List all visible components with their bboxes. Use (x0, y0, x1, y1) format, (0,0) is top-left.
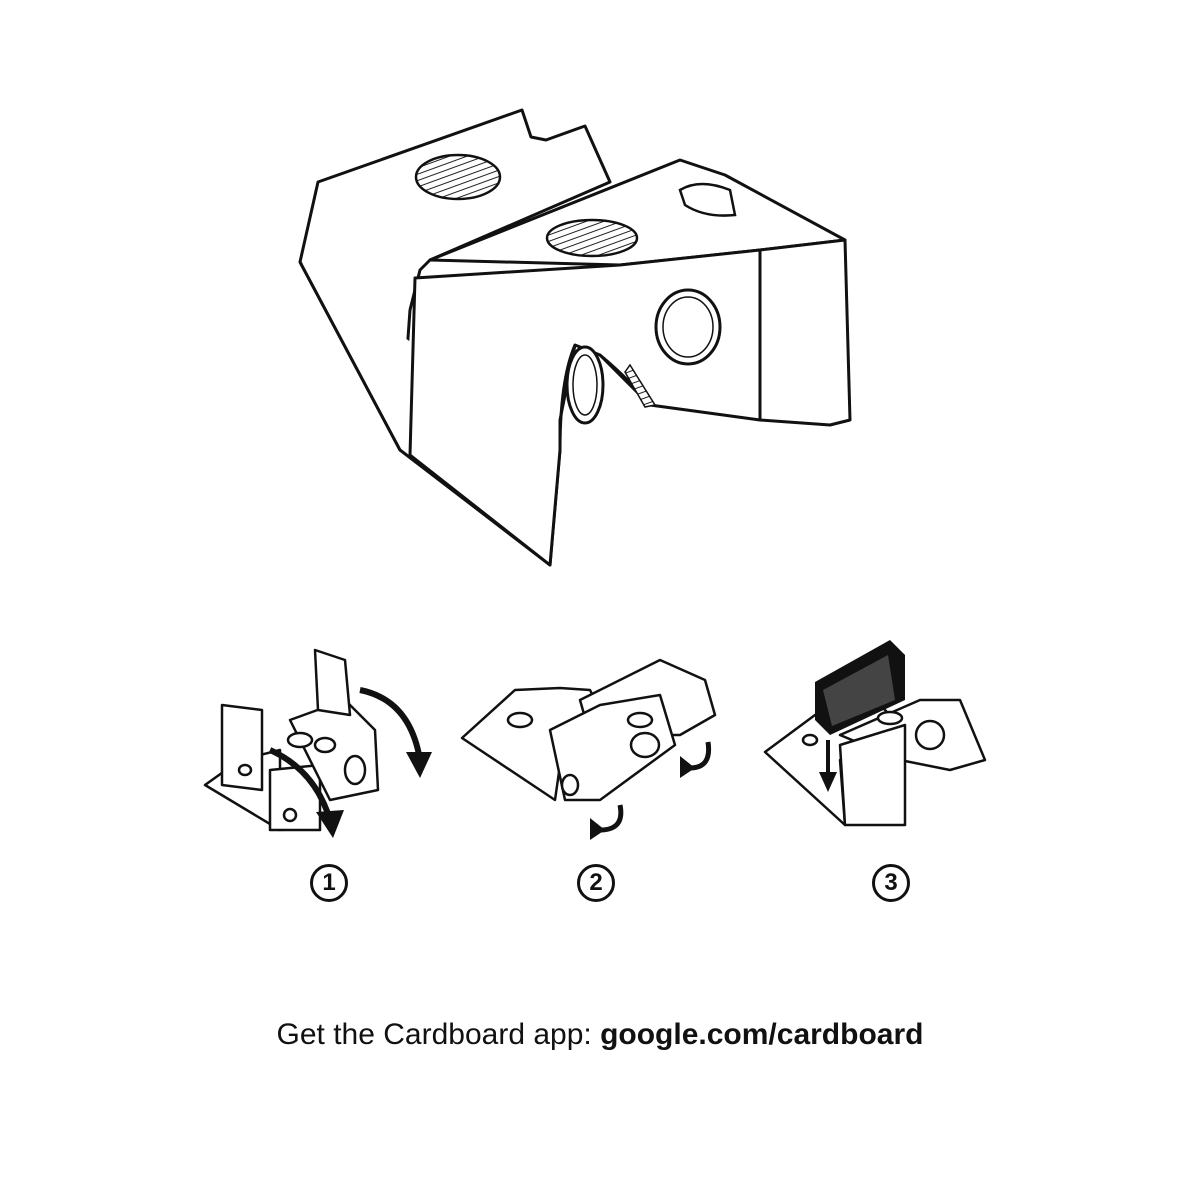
step-number-badge: 2 (577, 864, 615, 902)
step-1-figure (195, 640, 445, 840)
footer-caption: Get the Cardboard app: google.com/cardbo… (0, 1018, 1200, 1052)
lens-icon (656, 290, 720, 364)
velcro-patch-icon (416, 155, 500, 199)
footer-prefix: Get the Cardboard app: (277, 1018, 592, 1051)
step-2-figure (455, 645, 730, 845)
cardboard-viewer-illustration (280, 90, 880, 590)
velcro-patch-icon (547, 220, 637, 256)
step-number-badge: 1 (310, 864, 348, 902)
step-number-badge: 3 (872, 864, 910, 902)
step-3-figure (760, 625, 1000, 840)
cardboard-url: google.com/cardboard (600, 1018, 923, 1051)
